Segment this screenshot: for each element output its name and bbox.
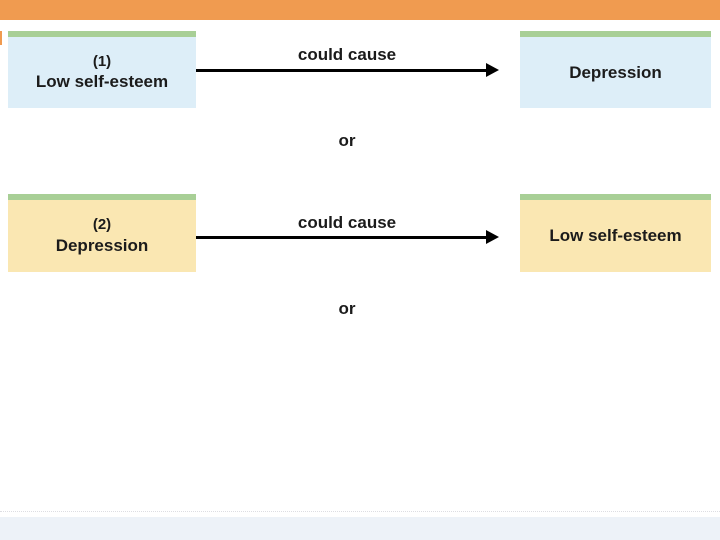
box-top-strip — [8, 31, 196, 37]
row2-target-box: Low self-esteem — [520, 194, 711, 272]
header-accent-bar — [0, 0, 720, 20]
row1-target-label: Depression — [520, 37, 711, 108]
row2-arrow-line — [196, 236, 487, 239]
row1-number: (1) — [92, 52, 112, 70]
row1-arrowhead-icon — [486, 63, 499, 77]
row1-target-box: Depression — [520, 31, 711, 108]
row1-arrow-line — [196, 69, 487, 72]
row1-source-text: Low self-esteem — [35, 72, 169, 92]
row1-target-text: Depression — [569, 62, 662, 82]
or-separator-2: or — [338, 299, 356, 318]
row2-target-text: Low self-esteem — [549, 226, 682, 246]
row2-number: (2) — [92, 216, 112, 233]
left-edge-accent — [0, 31, 2, 45]
row2-arrow-label: could cause — [297, 213, 397, 232]
footer-dotted-divider — [0, 511, 720, 512]
footer-accent-bar — [0, 517, 720, 540]
box-top-strip — [520, 194, 711, 200]
row2-source-label: (2) Depression — [8, 200, 196, 272]
row1-source-label: (1) Low self-esteem — [8, 37, 196, 108]
row2-arrowhead-icon — [486, 230, 499, 244]
row1-arrow-label: could cause — [297, 45, 397, 64]
box-top-strip — [520, 31, 711, 37]
row1-source-box: (1) Low self-esteem — [8, 31, 196, 108]
or-separator-1: or — [338, 131, 356, 150]
box-top-strip — [8, 194, 196, 200]
row2-target-label: Low self-esteem — [520, 200, 711, 272]
row2-source-box: (2) Depression — [8, 194, 196, 272]
row2-source-text: Depression — [55, 235, 149, 255]
